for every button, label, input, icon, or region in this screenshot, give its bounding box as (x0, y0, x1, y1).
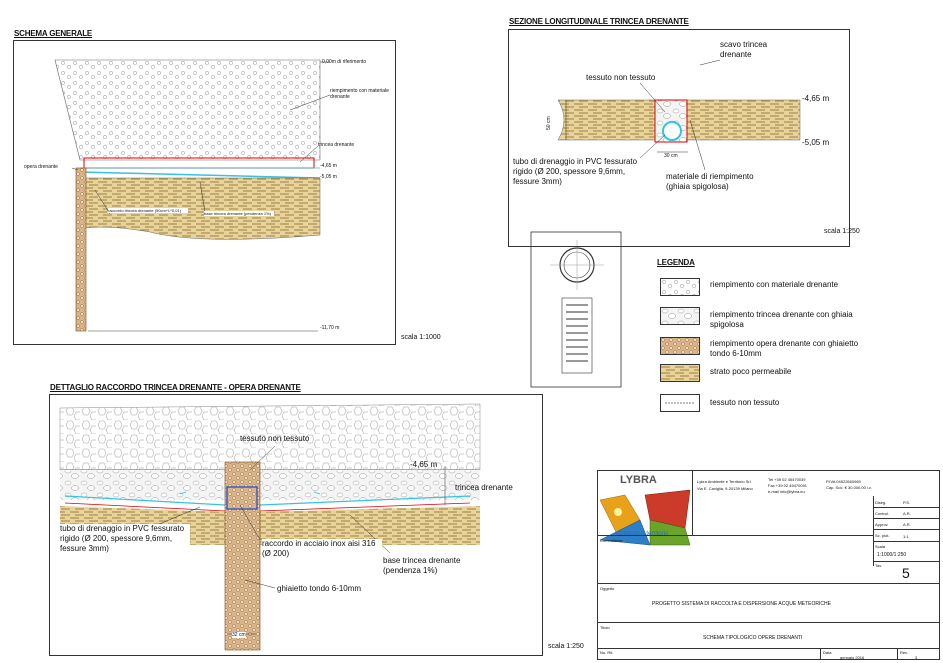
label-m465-sg: -4,65 m (320, 163, 337, 169)
data-value: gennaio 2016 (840, 655, 865, 660)
sezione-title: SEZIONE LONGITUDINALE TRINCEA DRENANTE (509, 17, 689, 26)
titolo-label: Titolo (600, 625, 610, 630)
label-50cm: 50 cm (546, 116, 552, 130)
scala-value: 1:1000/1:250 (877, 552, 907, 558)
logo-text: LYBRA (620, 474, 657, 486)
schema-generale-frame (13, 40, 396, 345)
company-fax: Fax +39 02 45470091 (768, 483, 808, 488)
label-m465-det: -4,65 m (410, 460, 438, 469)
scala-label: Scala (875, 544, 886, 549)
meta-divider-5 (873, 561, 940, 562)
swatch-drenante (660, 278, 700, 296)
disegn-label: Diseg. (875, 500, 887, 505)
legenda-item-0: riempimento con materiale drenante (710, 280, 839, 289)
rev-label: Rev. (900, 650, 908, 655)
label-m1170: -11,70 m (320, 325, 340, 331)
logo-cell (597, 470, 693, 535)
label-tessuto-sez: tessuto non tessuto (586, 73, 656, 82)
swatch-strato (660, 364, 700, 382)
legenda-item-3: strato poco permeabile (710, 367, 792, 376)
meta-divider-4 (873, 541, 940, 542)
legenda-item-2: riempimento opera drenante con ghiaietto… (710, 339, 859, 358)
label-base: base trincea drenante (pendenza 1%) (204, 211, 274, 216)
scale-sezione: scala 1:250 (824, 228, 860, 235)
data-label: Data (823, 650, 832, 655)
label-scavo: scavo trincea drenante (720, 40, 768, 59)
company-email: e-mail info@lybra.eu (768, 489, 805, 494)
label-trincea-det: trincea drenante (455, 483, 513, 492)
control-value: A.R. (903, 511, 911, 516)
label-raccordo: raccordo trincea drenante (50cm+L*0,01) (108, 208, 188, 213)
schema-generale-title: SCHEMA GENERALE (14, 29, 93, 38)
control-label: Control. (875, 511, 890, 516)
dettaglio-drawing (59, 403, 481, 651)
logo-subtext: ambiente e territorio (615, 531, 669, 537)
label-tessuto-det: tessuto non tessuto (240, 434, 310, 443)
rev-value: 3 (915, 655, 918, 660)
tb-divider-oggetto (597, 583, 940, 584)
tav-label: Tav. (875, 563, 883, 568)
oggetto-label: Oggetto (600, 586, 615, 591)
approv-label: Approv. (875, 522, 889, 527)
label-raccordo-det: raccordo in acciaio inox aisi 316 (Ø 200… (262, 539, 382, 559)
label-32cm: 32 cm (232, 632, 246, 638)
scplot-value: 1:1 (903, 534, 909, 539)
title-block (597, 470, 940, 660)
label-ghiaietto: ghiaietto tondo 6-10mm (277, 584, 362, 593)
swatch-ghiaietto (660, 337, 700, 355)
legenda-title: LEGENDA (657, 258, 695, 267)
scale-dettaglio: scala 1:250 (548, 643, 584, 650)
company-capsoc: Cap. Soc. € 30.000,00 i.v. (826, 485, 872, 490)
schema-generale-drawing (54, 59, 331, 332)
scplot-label: Sc. plot. (875, 533, 890, 538)
label-base-det: base trincea drenante (pendenza 1%) (383, 556, 461, 575)
label-30cm: 30 cm (664, 153, 678, 159)
legenda-item-4: tessuto non tessuto (710, 398, 780, 407)
titolo-value: SCHEMA TIPOLOGICO OPERE DRENANTI (703, 635, 803, 641)
disegn-value: P.S. (903, 500, 911, 505)
tb-divider-bottom (597, 648, 940, 649)
tav-value: 5 (902, 565, 910, 581)
tb-vdiv-data (820, 648, 821, 660)
label-m465-sez: -4,65 m (802, 94, 830, 103)
tb-divider-committente (597, 535, 873, 536)
committente-label: Committente (600, 538, 623, 543)
meta-grid (873, 496, 940, 566)
label-m505-sg: -5,05 m (320, 174, 337, 180)
company-tel: Tel +39 02 45470039 (768, 477, 806, 482)
label-tubo-sez: tubo di drenaggio in PVC fessurato rigid… (513, 157, 638, 186)
label-riferimento: 0,00m di riferimento (322, 59, 367, 65)
label-opera: opera drenante (24, 164, 58, 170)
approv-value: A.R. (903, 522, 911, 527)
swatch-ghiaia (660, 307, 700, 325)
label-riempimento: riempimento con materiale drenante (330, 88, 389, 100)
meta-divider-2 (873, 518, 940, 519)
company-address: Via E. Caviglia, 9-20139 Milano (697, 486, 753, 491)
nrif-label: No. Rif. (600, 650, 614, 655)
legenda-item-1: riempimento trincea drenante con ghiaia … (710, 310, 853, 329)
dettaglio-frame (49, 394, 543, 656)
lybra-logo (599, 489, 691, 546)
tb-divider-titolo (597, 622, 940, 623)
label-materiale: materiale di riempimento (ghiaia spigolo… (666, 172, 754, 191)
sezione-frame (508, 29, 850, 247)
meta-divider-1 (873, 507, 940, 508)
label-trincea: trincea drenante (318, 142, 355, 148)
oggetto-value: PROGETTO SISTEMA DI RACCOLTA E DISPERSIO… (652, 601, 831, 607)
tb-vdiv-rev (897, 648, 898, 660)
dettaglio-title: DETTAGLIO RACCORDO TRINCEA DRENANTE - OP… (50, 383, 301, 392)
label-m505-sez: -5,05 m (802, 138, 830, 147)
meta-divider-3 (873, 529, 940, 530)
swatch-tessuto (660, 394, 700, 412)
sezione-drawing (557, 59, 801, 171)
company-name: Lybra Ambiente e Territorio Srl (697, 479, 751, 484)
label-tubo-det: tubo di drenaggio in PVC fessurato rigid… (60, 524, 190, 554)
tube-detail-drawing (530, 231, 622, 388)
company-piva: P.IVA 04522660969 (826, 479, 861, 484)
scale-schema: scala 1:1000 (401, 334, 441, 341)
